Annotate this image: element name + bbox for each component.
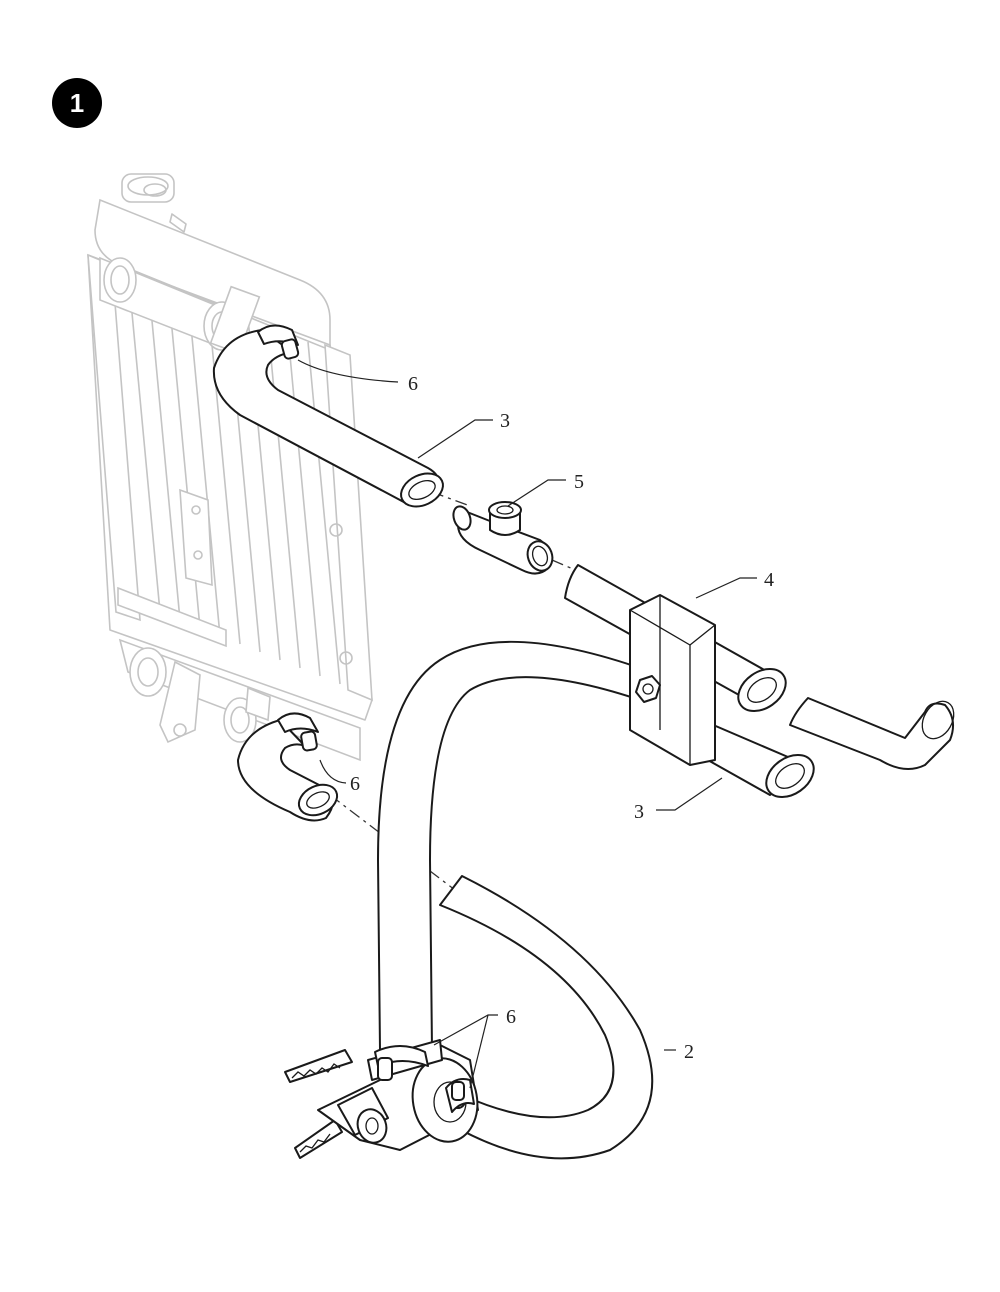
- radiator-ghost: [87, 173, 373, 762]
- lower-bypass-hose: [439, 875, 654, 1160]
- callout-label: 3: [634, 801, 644, 823]
- callout-label: 3: [500, 410, 510, 432]
- hose-clamp-lower-radiator: [277, 712, 319, 752]
- hose-clamp-pump-top: [374, 1045, 429, 1081]
- callout-label: 6: [506, 1006, 516, 1028]
- hose-clamp-upper: [257, 324, 300, 360]
- callout-label: 2: [684, 1041, 694, 1063]
- upper-hose: [212, 329, 444, 508]
- step-badge: 1: [52, 78, 102, 128]
- t-piece-fitting: [452, 501, 554, 575]
- lower-radiator-elbow-hose: [237, 719, 339, 822]
- callout-label: 5: [574, 471, 584, 493]
- angled-outlet-hose: [789, 697, 955, 770]
- callout-label: 4: [764, 569, 774, 591]
- hose-manifold-block: [564, 564, 815, 798]
- hose-clamp-pump-side: [445, 1078, 475, 1113]
- callout-label: 6: [408, 373, 418, 395]
- leader-lines: [297, 359, 757, 1089]
- callout-label: 6: [350, 773, 360, 795]
- callout-labels: 6 3 5 4 6 3 6 2: [350, 373, 774, 1063]
- svg-text:1: 1: [70, 88, 84, 118]
